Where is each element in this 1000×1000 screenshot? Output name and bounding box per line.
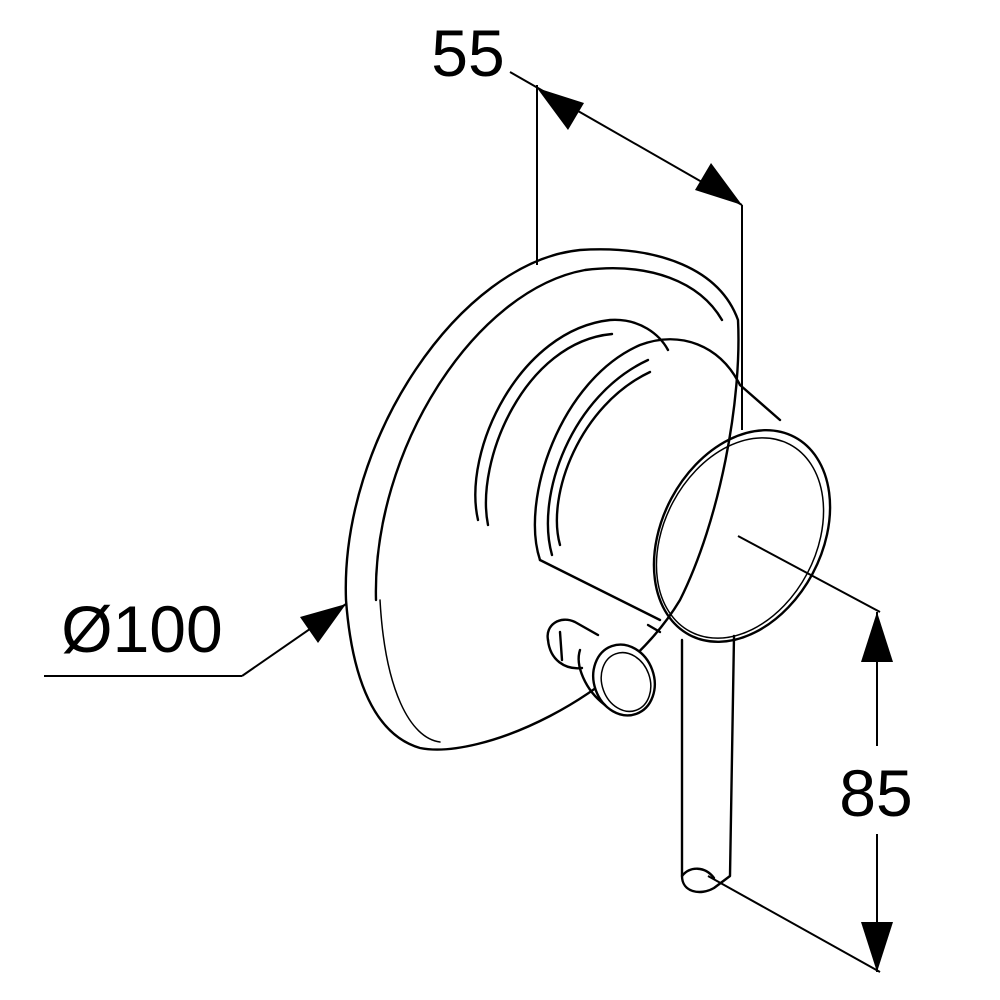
dimension-85-label: 85 [839, 756, 912, 830]
dimension-55: 55 [431, 16, 743, 430]
diverter-knob [546, 618, 656, 717]
lever-handle [646, 623, 736, 894]
dimension-55-label: 55 [431, 16, 504, 90]
dimension-diameter-label: Ø100 [61, 592, 222, 666]
dimension-85: 85 [707, 535, 913, 973]
handle-body [474, 318, 832, 643]
dimension-diameter: Ø100 [44, 592, 347, 677]
rosette-plate [344, 248, 740, 751]
